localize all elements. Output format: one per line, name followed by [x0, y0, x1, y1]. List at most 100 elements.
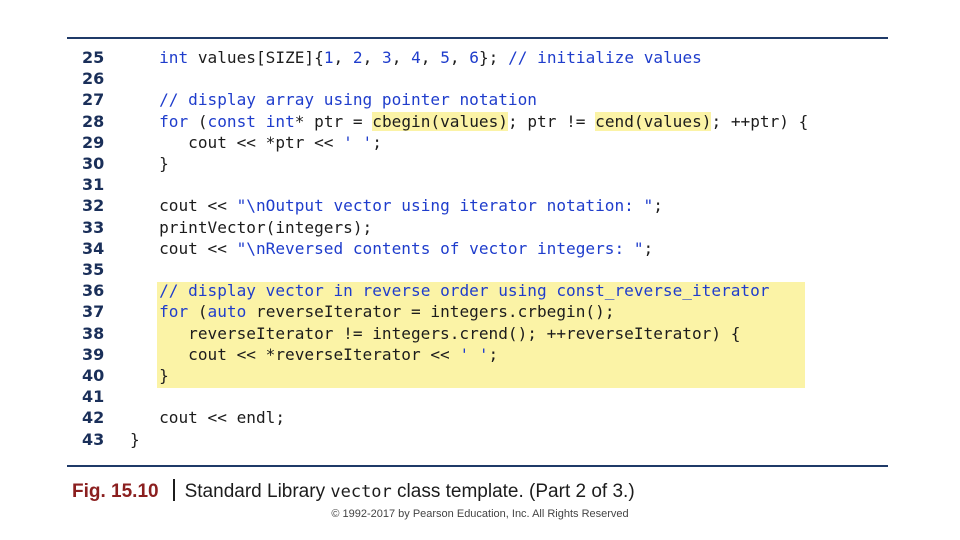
line-number: 43	[82, 429, 105, 449]
code-text: cout << *ptr << ' ';	[130, 132, 382, 153]
code-line: 34 cout << "\nReversed contents of vecto…	[0, 238, 960, 259]
bottom-rule	[67, 465, 888, 467]
line-number: 40	[82, 366, 105, 385]
line-number: 41	[82, 387, 105, 407]
line-number: 31	[82, 175, 105, 195]
code-line: 41	[0, 386, 960, 407]
code-token	[130, 302, 159, 321]
code-text: printVector(integers);	[130, 217, 372, 238]
code-text: }	[130, 153, 169, 174]
code-text: int values[SIZE]{1, 2, 3, 4, 5, 6}; // i…	[130, 47, 702, 68]
code-text: // display array using pointer notation	[130, 89, 537, 110]
code-nm: 5	[440, 48, 450, 67]
code-kw: for	[159, 111, 189, 131]
code-text: cout << "\nOutput vector using iterator …	[130, 195, 663, 216]
code-str: ' '	[343, 132, 373, 152]
code-text: // display vector in reverse order using…	[130, 280, 770, 301]
code-token: cout << endl;	[130, 408, 286, 428]
code-text: cout << "\nReversed contents of vector i…	[130, 238, 653, 259]
code-str: "\nOutput vector using iterator notation…	[236, 196, 654, 216]
code-token: (	[188, 111, 208, 131]
line-number: 27	[82, 90, 105, 110]
code-kw: auto	[207, 302, 247, 322]
code-nm: 2	[352, 48, 363, 67]
code-token: ,	[420, 48, 441, 67]
code-text: for (auto reverseIterator = integers.crb…	[130, 301, 615, 322]
code-token: ;	[643, 238, 654, 258]
line-number: 39	[82, 344, 105, 364]
caption-code: vector	[330, 482, 392, 502]
code-line: 38 reverseIterator != integers.crend(); …	[0, 323, 960, 344]
code-kw: for	[159, 302, 189, 322]
code-text: cout << endl;	[130, 407, 285, 428]
code-text: }	[130, 365, 169, 386]
code-token	[130, 112, 159, 131]
code-line: 43}	[0, 429, 960, 450]
line-number: 35	[82, 260, 105, 279]
code-token	[130, 90, 159, 109]
code-token: ; ++ptr) {	[711, 111, 809, 131]
code-cm: // display array using pointer notation	[159, 90, 537, 110]
code-token	[130, 281, 159, 300]
caption-text-pre: Standard Library	[184, 481, 331, 502]
code-line: 40 }	[0, 365, 960, 386]
line-number: 37	[82, 302, 105, 322]
code-line: 27 // display array using pointer notati…	[0, 89, 960, 110]
code-nm: 4	[411, 48, 421, 67]
line-number: 26	[82, 69, 105, 89]
code-token: * ptr =	[294, 111, 373, 131]
code-str: ' '	[459, 344, 489, 364]
code-nm: 6	[469, 48, 479, 67]
line-number: 38	[82, 323, 105, 343]
line-number: 29	[82, 132, 105, 152]
code-nm: 3	[382, 48, 392, 67]
line-number: 30	[82, 154, 105, 173]
code-token: reverseIterator = integers.crbegin();	[246, 302, 615, 322]
line-number: 28	[82, 111, 105, 131]
code-token: };	[478, 48, 509, 67]
code-token: (	[188, 302, 208, 322]
line-number: 42	[82, 408, 105, 428]
code-text: cout << *reverseIterator << ' ';	[130, 344, 498, 365]
caption-separator	[172, 479, 175, 501]
code-cm: // display vector in reverse order using…	[159, 281, 770, 301]
code-line: 42 cout << endl;	[0, 407, 960, 428]
code-token: ;	[653, 196, 663, 216]
code-nm: 1	[323, 48, 334, 67]
code-token: cout <<	[130, 196, 237, 216]
code-line: 28 for (const int* ptr = cbegin(values);…	[0, 111, 960, 132]
caption-text-post: class template. (Part 2 of 3.)	[391, 481, 635, 502]
code-text: reverseIterator != integers.crend(); ++r…	[130, 323, 740, 344]
code-kw: int	[159, 48, 189, 67]
code-line: 26	[0, 68, 960, 89]
code-token: cout << *reverseIterator <<	[130, 344, 460, 364]
code-token: ;	[372, 132, 382, 152]
code-text: }	[130, 429, 140, 450]
code-token: values[SIZE]{	[188, 48, 324, 67]
code-line: 33 printVector(integers);	[0, 217, 960, 238]
line-number: 32	[82, 196, 105, 216]
code-token: ,	[333, 48, 353, 67]
block-highlight	[157, 282, 805, 388]
code-line: 37 for (auto reverseIterator = integers.…	[0, 301, 960, 322]
code-token: ,	[362, 48, 382, 67]
copyright-notice: © 1992-2017 by Pearson Education, Inc. A…	[331, 508, 629, 520]
line-number: 34	[82, 238, 105, 258]
code-token: ;	[488, 344, 499, 364]
line-number: 36	[82, 281, 105, 301]
code-cm: // initialize values	[508, 48, 702, 67]
code-token: ,	[391, 48, 412, 67]
code-token: cout << *ptr <<	[130, 132, 344, 152]
highlighted-code: cbegin(values)	[372, 111, 508, 131]
code-text: for (const int* ptr = cbegin(values); pt…	[130, 111, 808, 132]
code-token	[130, 48, 159, 67]
code-token: }	[130, 429, 140, 449]
code-line: 39 cout << *reverseIterator << ' ';	[0, 344, 960, 365]
line-number: 33	[82, 217, 105, 237]
top-rule	[67, 37, 888, 39]
code-token: cout <<	[130, 238, 237, 258]
code-token: }	[130, 366, 169, 385]
code-token: }	[130, 154, 169, 173]
code-line: 36 // display vector in reverse order us…	[0, 280, 960, 301]
code-token: ,	[449, 48, 470, 67]
